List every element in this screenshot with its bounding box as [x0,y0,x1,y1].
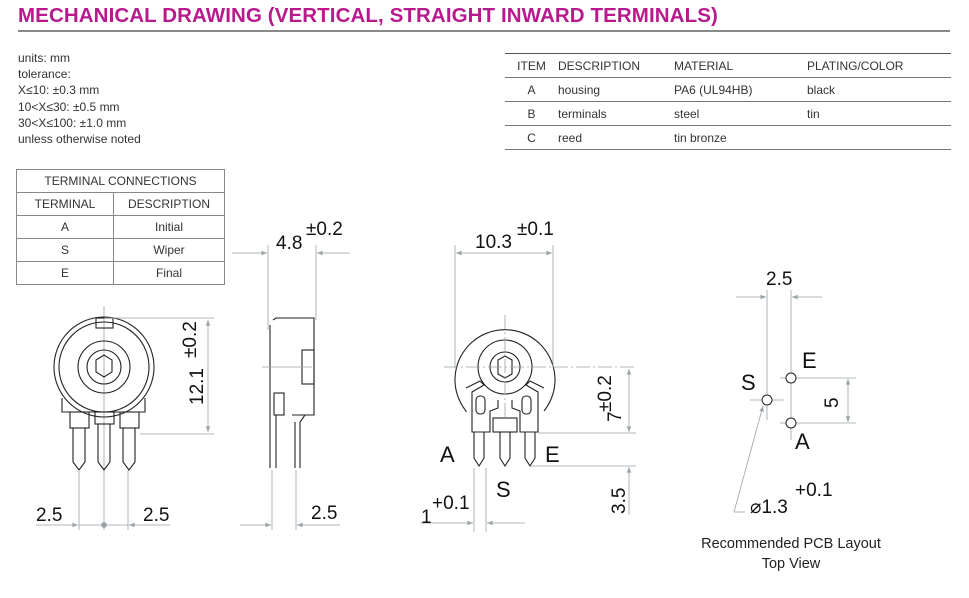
pin-width-label: 1 [421,507,432,528]
pin-label-s: S [496,477,511,502]
table-header-row: ITEM DESCRIPTION MATERIAL PLATING/COLOR [505,53,951,78]
cell: B [505,101,558,126]
note-line: tolerance: [18,67,71,82]
cell: terminals [558,101,674,126]
pcb-label-s: S [741,370,756,395]
column-header: DESCRIPTION [113,192,225,216]
note-line: 10<X≤30: ±0.5 mm [18,99,120,114]
cell: PA6 (UL94HB) [674,77,807,102]
terminal-connections-table: TERMINAL CONNECTIONS TERMINAL DESCRIPTIO… [16,169,225,285]
side-depth-label: 4.8 [276,233,302,254]
pcb-pitch-label: 2.5 [766,269,792,290]
hole-diameter-tolerance: +0.1 [795,480,833,501]
hole-e [785,372,797,384]
cell: reed [558,125,674,150]
title-divider [18,30,950,32]
pin-length-label: 3.5 [609,488,630,514]
column-header: MATERIAL [674,53,807,78]
side-depth-tolerance: ±0.2 [306,219,343,240]
caption-line: Recommended PCB Layout [701,536,881,552]
cell: tin [807,101,951,126]
hole-s [761,394,773,406]
note-line: unless otherwise noted [18,132,141,147]
table-row: A Initial [16,215,225,239]
pcb-caption: Recommended PCB Layout Top View [680,534,902,574]
table-row: A housing PA6 (UL94HB) black [505,77,951,102]
pcb-label-e: E [802,348,817,373]
pitch-dimension [36,522,170,528]
front-height-dimension [104,317,214,435]
side-view [269,317,315,468]
front-height-label: 12.1 [187,368,208,405]
hole-diameter-label: ⌀1.3 [750,497,788,518]
side-dimension [232,245,350,530]
column-header: TERMINAL [16,192,114,216]
column-header: DESCRIPTION [558,53,674,78]
cell: Final [113,261,225,285]
cell: A [505,77,558,102]
pin-label-a: A [440,442,455,467]
cell: tin bronze [674,125,807,150]
hole-a [785,417,797,429]
tolerance-notes: units: mm tolerance: X≤10: ±0.3 mm 10<X≤… [18,50,141,147]
center-height-label: 7 [605,411,626,422]
pitch-right-label: 2.5 [143,505,169,526]
table-row: C reed tin bronze [505,125,951,150]
center-height-tolerance: ±0.2 [595,375,616,412]
pcb-spacing-label: 5 [822,397,843,408]
note-line: 30<X≤100: ±1.0 mm [18,115,127,130]
note-line: units: mm [18,51,71,65]
pcb-label-a: A [795,429,810,454]
cell: C [505,125,558,150]
pcb-holes [761,372,797,429]
cell: A [16,215,114,239]
note-line: X≤10: ±0.3 mm [18,83,100,98]
cell: steel [674,101,807,126]
width-tolerance: ±0.1 [517,219,554,240]
cell [807,125,951,150]
table-header-row: TERMINAL DESCRIPTION [16,192,225,216]
pin-width-tolerance: +0.1 [432,493,470,514]
caption-line: Top View [761,556,821,572]
cell: black [807,77,951,102]
table-row: B terminals steel tin [505,101,951,126]
table-row: E Final [16,261,225,285]
width-label: 10.3 [475,232,512,253]
side-pitch-label: 2.5 [311,503,337,524]
column-header: ITEM [505,53,558,78]
pin-label-e: E [545,442,560,467]
front-view [53,306,155,530]
front-height-tolerance: ±0.2 [180,321,201,358]
page-title: MECHANICAL DRAWING (VERTICAL, STRAIGHT I… [18,4,718,27]
cell: housing [558,77,674,102]
pitch-left-label: 2.5 [36,505,62,526]
cell: E [16,261,114,285]
column-header: PLATING/COLOR [807,53,951,78]
rear-dimensions [420,245,636,532]
materials-table: ITEM DESCRIPTION MATERIAL PLATING/COLOR … [505,53,951,150]
